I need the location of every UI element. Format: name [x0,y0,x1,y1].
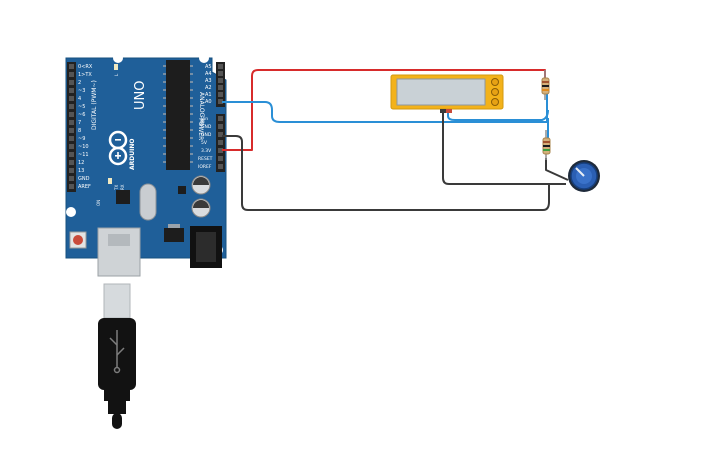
voltage-regulator [164,228,184,242]
tx-label: TX [114,185,119,191]
wires [222,69,569,211]
lcd-module[interactable] [390,74,504,113]
board-name-label: UNO [133,81,148,110]
pin-label: ~9 [78,136,85,142]
pin-label: Vin [201,116,208,122]
regulator-chip [178,186,186,194]
potentiometer[interactable] [568,160,600,192]
wire-a0[interactable] [222,94,548,123]
pin-label: AREF [78,184,91,190]
analog-header-label: ANALOG IN [198,92,205,125]
pin-label: 2 [78,80,81,86]
digital-pin-holes [69,64,74,189]
pin-label: 12 [78,160,84,166]
usb-cable[interactable] [98,283,136,429]
on-label: ON [96,200,101,206]
digital-pin-labels: 0<RX 1>TX 2 ~3 4 ~5 ~6 7 8 ~9 ~10 ~11 12… [78,64,93,190]
wire-lcd-signal[interactable] [447,109,549,121]
digital-header [67,62,76,192]
pin-label: ~11 [78,152,89,158]
reset-button-cap [73,235,83,245]
wire-gnd[interactable] [222,135,550,211]
pin-label: A3 [205,78,212,84]
digital-header-label: DIGITAL (PWM~) [91,80,98,130]
pin-label: RESET [198,156,213,162]
led-l-indicator [114,64,118,70]
analog-header [216,62,225,107]
pin-label: GND [78,176,90,182]
crystal-oscillator [139,183,157,221]
pin-label: 3.3V [201,148,212,154]
usb-chip [116,190,130,204]
l-label: L [114,73,119,76]
brand-label: ARDUINO [129,139,136,170]
pin-label: A5 [205,64,212,70]
pin-label: 5V [201,140,208,146]
mount-hole [113,53,123,63]
resistor-1[interactable] [541,70,550,100]
pin-label: A0 [205,99,212,105]
lcd-connectors [491,78,499,106]
lcd-screen [396,78,486,106]
pin-label: 0<RX [78,64,93,70]
pin-label: A1 [205,92,212,98]
resistor-2[interactable] [542,130,551,160]
pin-label: 4 [78,96,81,102]
right-pin-holes [218,64,223,169]
pin-label: ~5 [78,104,85,110]
arduino-uno-board[interactable]: 0<RX 1>TX 2 ~3 4 ~5 ~6 7 8 ~9 ~10 ~11 12… [65,53,227,277]
microcontroller-chip [166,60,190,170]
pot-indicator [575,167,585,177]
pin-label: 1>TX [78,72,92,78]
wire-pot[interactable] [545,158,569,181]
mount-hole [66,207,76,217]
pin-label: IOREF [198,164,212,170]
power-pin-labels: Vin GND GND 5V 3.3V RESET IOREF [198,116,213,170]
arduino-logo-icon [108,130,128,166]
pin-label: ~3 [78,88,85,94]
pin-label: A4 [205,71,212,77]
pin-label: GND [201,132,212,138]
chip-pins [163,65,193,163]
rx-label: RX [120,184,125,190]
power-header-label: POWER [197,118,204,140]
analog-pin-labels: A5 A4 A3 A2 A1 A0 [205,64,212,105]
pin-label: ~6 [78,112,85,118]
pin-label: 13 [78,168,84,174]
wire-5v[interactable] [222,69,546,151]
led-indicator [108,178,112,184]
pin-label: ~10 [78,144,89,150]
usb-plug-metal [103,283,131,319]
pin-label: GND [201,124,212,130]
pin-label: 8 [78,128,81,134]
pin-label: 7 [78,120,81,126]
usb-icon [109,330,125,374]
pin-label: A2 [205,85,212,91]
mount-hole [199,53,209,63]
wire-lcd-gnd[interactable] [442,112,566,185]
